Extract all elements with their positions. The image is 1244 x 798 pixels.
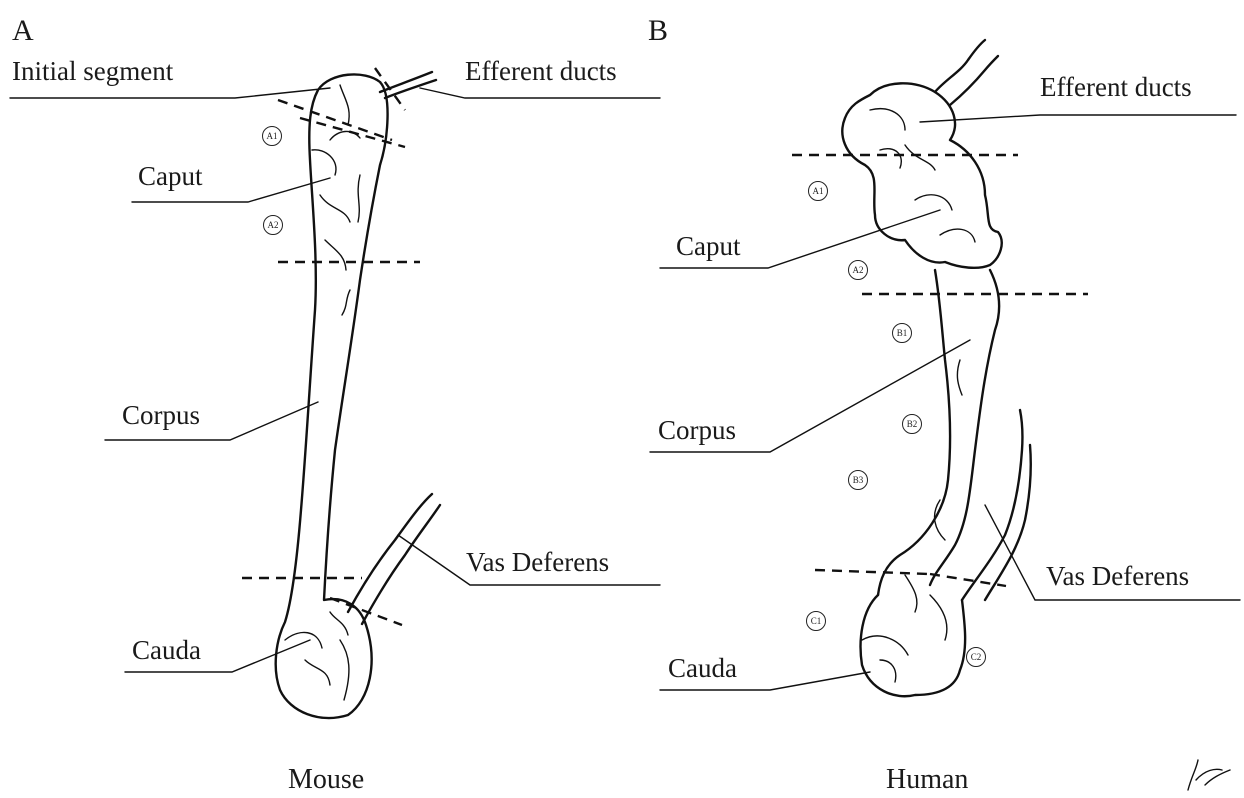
human-caption: Human xyxy=(886,766,968,794)
panel-letter-a: A xyxy=(12,16,34,46)
mouse-caption: Mouse xyxy=(288,766,364,794)
human-efferent-ducts-label: Efferent ducts xyxy=(1040,74,1192,101)
human-epididymis xyxy=(650,40,1240,696)
mouse-caput-label: Caput xyxy=(138,163,203,190)
mouse-corpus-label: Corpus xyxy=(122,402,200,429)
mouse-efferent-ducts-label: Efferent ducts xyxy=(465,58,617,85)
human-caput-label: Caput xyxy=(676,233,741,260)
mouse-initial-segment-label: Initial segment xyxy=(12,58,173,85)
region-marker: B1 xyxy=(892,323,912,343)
mouse-vas-deferens-label: Vas Deferens xyxy=(466,549,609,576)
region-marker: A2 xyxy=(263,215,283,235)
region-marker: B2 xyxy=(902,414,922,434)
region-marker: B3 xyxy=(848,470,868,490)
mouse-cauda-label: Cauda xyxy=(132,637,201,664)
panel-letter-b: B xyxy=(648,16,668,46)
region-marker: A1 xyxy=(262,126,282,146)
mouse-epididymis xyxy=(10,68,660,718)
human-cauda-label: Cauda xyxy=(668,655,737,682)
region-marker: A1 xyxy=(808,181,828,201)
artist-signature-icon xyxy=(1188,760,1230,790)
region-marker: C2 xyxy=(966,647,986,667)
human-corpus-label: Corpus xyxy=(658,417,736,444)
region-marker: C1 xyxy=(806,611,826,631)
human-vas-deferens-label: Vas Deferens xyxy=(1046,563,1189,590)
region-marker: A2 xyxy=(848,260,868,280)
